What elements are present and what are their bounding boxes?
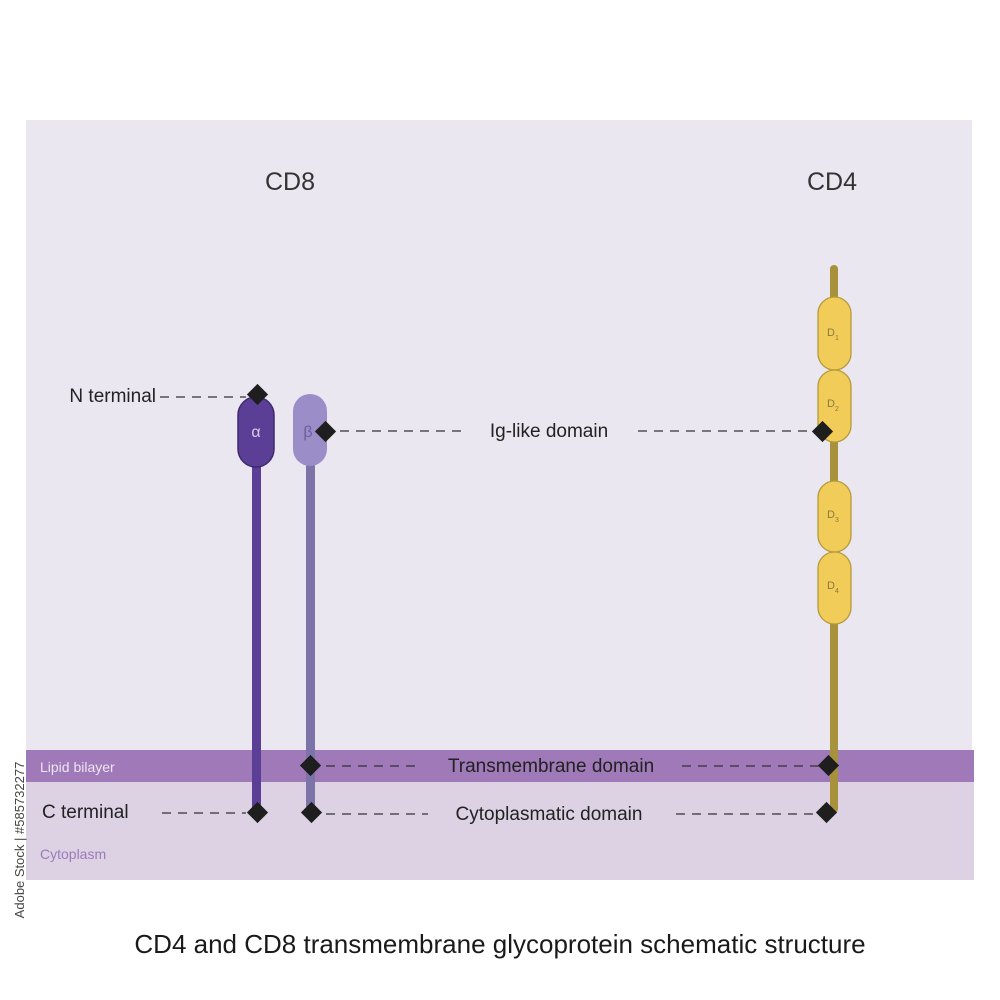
c-terminal-marker	[246, 801, 269, 824]
cd4-molecule: D1 D2 D3 D4	[817, 265, 852, 813]
transmembrane-marker-right	[817, 754, 840, 777]
ig-like-marker-right	[811, 420, 834, 443]
cytoplasmatic-annotation: Cytoplasmatic domain	[300, 801, 838, 825]
cytoplasm-region	[26, 782, 974, 880]
cd8-beta-stem	[306, 455, 315, 813]
cd8-title: CD8	[265, 168, 315, 196]
cytoplasmatic-label: Cytoplasmatic domain	[456, 804, 643, 825]
extracellular-region	[26, 120, 972, 750]
stock-watermark-id: Adobe Stock | #585732277	[12, 762, 27, 919]
transmembrane-annotation: Transmembrane domain	[299, 754, 840, 777]
cd4-domain-d4-label: D4	[827, 580, 839, 595]
cd4-domain-d2	[817, 369, 852, 443]
cytoplasmatic-marker-right	[815, 801, 838, 824]
ig-like-label: Ig-like domain	[490, 421, 608, 442]
transmembrane-label: Transmembrane domain	[448, 756, 654, 777]
c-terminal-annotation: C terminal	[42, 801, 269, 824]
cytoplasmatic-marker-left	[300, 801, 323, 824]
cd4-domain-d3-label: D3	[827, 509, 839, 524]
n-terminal-label: N terminal	[69, 386, 156, 407]
cd4-domain-d2-label: D2	[827, 398, 839, 413]
cd4-domain-d1-label: D1	[827, 327, 839, 342]
c-terminal-label: C terminal	[42, 802, 129, 823]
cd8-beta-symbol: β	[303, 424, 312, 441]
cd8-beta-domain	[293, 394, 327, 466]
cd4-title: CD4	[807, 168, 857, 196]
cd8-beta-chain: β	[293, 394, 327, 813]
diagram-caption: CD4 and CD8 transmembrane glycoprotein s…	[134, 929, 865, 959]
cd8-alpha-symbol: α	[251, 424, 260, 441]
lipid-bilayer-label: Lipid bilayer	[40, 759, 115, 775]
cd4-domain-d4	[817, 551, 852, 625]
cd8-alpha-stem	[252, 455, 261, 813]
transmembrane-marker-left	[299, 754, 322, 777]
cytoplasm-label: Cytoplasm	[40, 846, 106, 862]
